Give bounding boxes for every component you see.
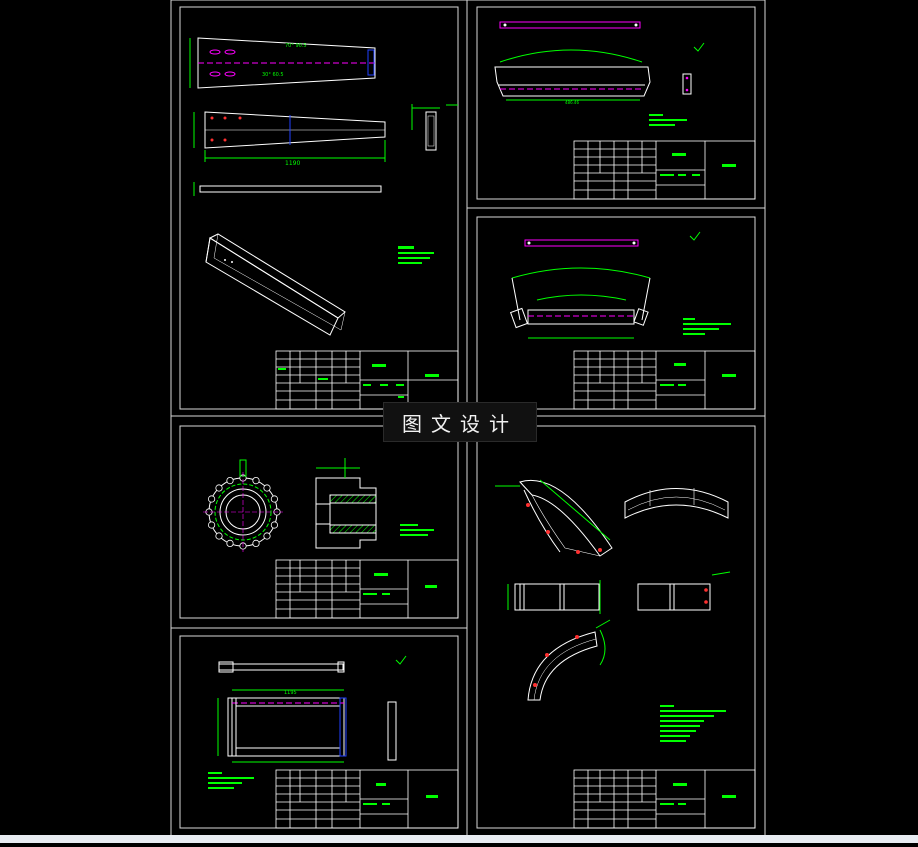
bottom-scrollbar[interactable] bbox=[0, 835, 918, 843]
sheet-1-drawing: 70° 90.5 30° 60.5 1190 bbox=[189, 37, 459, 410]
svg-text:486.46: 486.46 bbox=[565, 100, 579, 105]
sheet-3-drawing bbox=[509, 231, 756, 410]
sheet-5-drawing: 1195 bbox=[208, 655, 459, 829]
sheet-5-dim-label: 1195 bbox=[284, 690, 297, 696]
sheet-2-drawing: 486.46 bbox=[494, 21, 756, 200]
sheet-6-drawing bbox=[495, 479, 756, 829]
svg-text:70° 90.5: 70° 90.5 bbox=[285, 43, 307, 49]
svg-text:30° 60.5: 30° 60.5 bbox=[262, 72, 284, 78]
watermark-banner: 图文设计 bbox=[383, 402, 537, 442]
sheet-4-drawing bbox=[203, 458, 459, 619]
sheet-1-length-label: 1190 bbox=[285, 160, 300, 167]
